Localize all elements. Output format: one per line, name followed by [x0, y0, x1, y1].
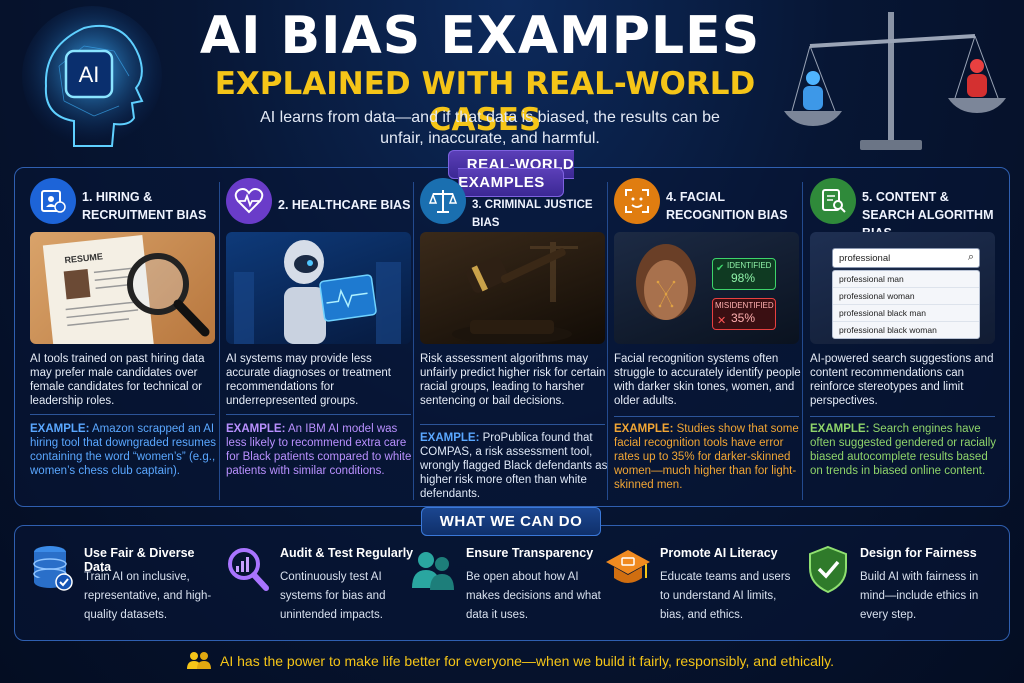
action-audit: Audit & Test Regularly Continuously test…: [226, 540, 416, 630]
action-description: Continuously test AI systems for bias an…: [280, 571, 386, 621]
autocomplete-item: professional man: [833, 271, 979, 288]
divider: [30, 414, 215, 415]
people-group-icon: [186, 651, 212, 672]
robot-doctor-image: [226, 232, 411, 344]
resume-image: RESUME: [30, 232, 215, 344]
column-divider: [802, 182, 803, 500]
page-subtitle: EXPLAINED WITH REAL-WORLD CASES: [214, 66, 756, 138]
autocomplete-item: professional woman: [833, 288, 979, 305]
footer: AI has the power to make life better for…: [160, 648, 860, 674]
example-label: EXAMPLE:: [30, 423, 90, 435]
example-description: Facial recognition systems often struggl…: [614, 353, 801, 407]
ai-badge-text: AI: [79, 62, 100, 87]
heart-rate-icon: [226, 178, 272, 224]
resume-label: RESUME: [64, 251, 103, 265]
action-description: Build AI with fairness in mind—include e…: [860, 571, 979, 621]
justice-scale-icon: [770, 6, 1010, 156]
face-scan-icon: [614, 178, 660, 224]
face-scan-image: IDENTIFIED 98% ✔ MISIDENTIFIED 35% ✕: [614, 232, 799, 344]
example-title: 3. CRIMINAL JUSTICE BIAS: [472, 199, 593, 229]
actions-label: WHAT WE CAN DO: [420, 507, 602, 536]
graduation-cap-icon: [606, 544, 650, 594]
divider: [226, 414, 411, 415]
ai-head-illustration: AI: [14, 6, 164, 156]
example-hiring: 1. HIRING & RECRUITMENT BIAS RESUME AI t…: [28, 176, 218, 502]
search-mock-image: professional ⌕ professional man professi…: [810, 232, 995, 344]
action-title: Audit & Test Regularly: [280, 546, 414, 560]
column-divider: [413, 182, 414, 500]
example-text: Amazon scrapped an AI hiring tool that d…: [30, 423, 217, 477]
example-title: 5. CONTENT & SEARCH ALGORITHM BIAS: [862, 190, 994, 240]
example-label: EXAMPLE:: [420, 432, 480, 444]
identified-label: IDENTIFIED: [727, 261, 772, 270]
page-title: AI BIAS EXAMPLES: [199, 6, 761, 66]
footer-text: AI has the power to make life better for…: [220, 653, 834, 669]
example-description: AI systems may provide less accurate dia…: [226, 353, 391, 407]
divider: [810, 416, 995, 417]
identified-percent: 98%: [731, 271, 756, 285]
misidentified-label: MISIDENTIFIED: [715, 301, 774, 310]
example-description: AI tools trained on past hiring data may…: [30, 353, 205, 407]
action-title: Use Fair & Diverse Data: [84, 546, 195, 574]
divider: [420, 424, 605, 425]
search-input: professional ⌕: [832, 248, 980, 268]
x-icon: ✕: [717, 315, 727, 327]
recruiter-icon: [30, 178, 76, 224]
misidentified-percent: 35%: [731, 311, 756, 325]
search-icon: ⌕: [967, 251, 974, 263]
misidentified-box: MISIDENTIFIED 35% ✕: [712, 298, 776, 330]
magnifier-chart-icon: [226, 544, 270, 594]
identified-box: IDENTIFIED 98% ✔: [712, 258, 776, 290]
people-icon: [412, 544, 456, 594]
action-title: Ensure Transparency: [466, 546, 594, 560]
example-text: Search engines have often suggested gend…: [810, 423, 997, 477]
action-title: Promote AI Literacy: [660, 546, 778, 560]
example-description: Risk assessment algorithms may unfairly …: [420, 353, 606, 407]
shield-check-icon: [806, 544, 850, 594]
action-transparency: Ensure Transparency Be open about how AI…: [412, 540, 602, 630]
example-title: 1. HIRING & RECRUITMENT BIAS: [82, 190, 207, 222]
column-divider: [607, 182, 608, 500]
example-description: AI-powered search suggestions and conten…: [810, 353, 994, 407]
action-description: Be open about how AI makes decisions and…: [466, 571, 601, 621]
action-description: Educate teams and users to understand AI…: [660, 571, 791, 621]
scales-of-justice-icon: [420, 178, 466, 224]
example-label: EXAMPLE:: [614, 423, 674, 435]
gavel-image: [420, 232, 605, 344]
divider: [614, 416, 799, 417]
example-content-search: 5. CONTENT & SEARCH ALGORITHM BIAS profe…: [808, 176, 1004, 502]
examples-label: REAL-WORLD EXAMPLES: [447, 150, 575, 197]
example-text: Studies show that some facial recognitio…: [614, 423, 799, 491]
example-healthcare: 2. HEALTHCARE BIAS AI systems may provid…: [224, 176, 414, 502]
example-facial-recognition: 4. FACIAL RECOGNITION BIAS IDENTIFIED 98…: [612, 176, 802, 502]
action-title: Design for Fairness: [860, 546, 977, 560]
autocomplete-item: professional black woman: [839, 325, 937, 335]
example-text: An IBM AI model was less likely to recom…: [226, 423, 412, 477]
example-label: EXAMPLE:: [810, 423, 870, 435]
example-title: 4. FACIAL RECOGNITION BIAS: [666, 190, 788, 222]
autocomplete-item: professional black man: [833, 305, 979, 322]
check-icon: ✔: [716, 263, 725, 274]
example-text: ProPublica found that COMPAS, a risk ass…: [420, 432, 608, 500]
action-fairness: Design for Fairness Build AI with fairne…: [806, 540, 996, 630]
column-divider: [219, 182, 220, 500]
example-label: EXAMPLE:: [226, 423, 286, 435]
action-diverse-data: Use Fair & Diverse Data Train AI on incl…: [30, 540, 220, 630]
example-criminal-justice: 3. CRIMINAL JUSTICE BIAS Risk assessment…: [418, 176, 608, 502]
action-description: Train AI on inclusive, representative, a…: [84, 571, 212, 621]
search-document-icon: [810, 178, 856, 224]
autocomplete-list: professional man professional woman prof…: [832, 270, 980, 339]
intro-text: AI learns from data—and if that data is …: [260, 109, 720, 147]
action-literacy: Promote AI Literacy Educate teams and us…: [606, 540, 796, 630]
database-icon: [30, 544, 74, 594]
example-title: 2. HEALTHCARE BIAS: [278, 198, 411, 212]
search-query: professional: [839, 253, 891, 264]
